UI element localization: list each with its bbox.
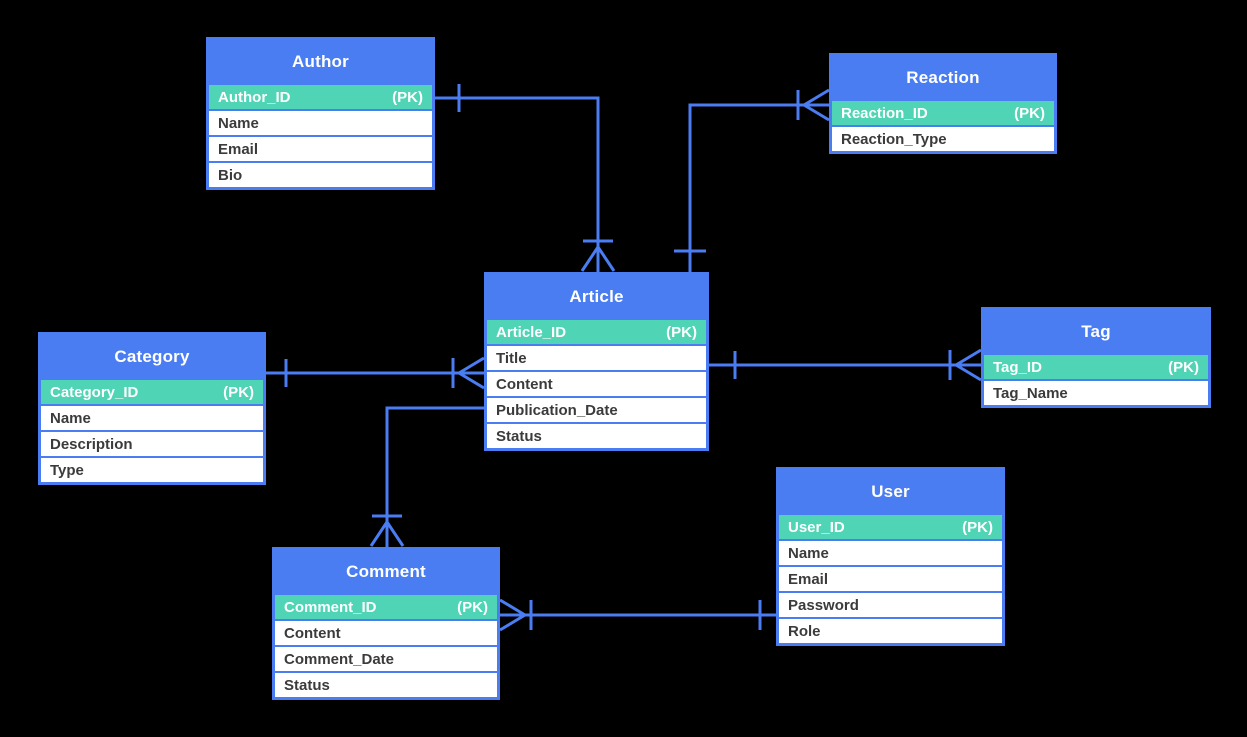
relationship-article-tag (709, 348, 982, 382)
entity-reaction-title: Reaction (832, 56, 1054, 99)
crow-foot (499, 598, 526, 632)
pk-field-label: Comment_ID (284, 598, 377, 616)
crow-foot (458, 356, 485, 390)
entity-comment-field-status: Status (275, 673, 497, 697)
crow-foot (369, 521, 405, 547)
pk-badge: (PK) (392, 88, 423, 106)
entity-category-field-description: Description (41, 432, 263, 456)
entity-reaction-pk-row: Reaction_ID (PK) (832, 101, 1054, 125)
entity-article: Article Article_ID (PK) Title Content Pu… (484, 272, 709, 451)
entity-category-field-name: Name (41, 406, 263, 430)
entity-reaction-field-reaction-type: Reaction_Type (832, 127, 1054, 151)
crow-foot (580, 246, 616, 272)
entity-article-field-content: Content (487, 372, 706, 396)
entity-category: Category Category_ID (PK) Name Descripti… (38, 332, 266, 485)
entity-user: User User_ID (PK) Name Email Password Ro… (776, 467, 1005, 646)
entity-user-field-role: Role (779, 619, 1002, 643)
entity-article-pk-row: Article_ID (PK) (487, 320, 706, 344)
pk-field-label: Author_ID (218, 88, 291, 106)
entity-comment: Comment Comment_ID (PK) Content Comment_… (272, 547, 500, 700)
pk-badge: (PK) (962, 518, 993, 536)
entity-tag: Tag Tag_ID (PK) Tag_Name (981, 307, 1211, 408)
pk-field-label: Tag_ID (993, 358, 1042, 376)
crow-foot (955, 348, 982, 382)
crow-foot (803, 88, 830, 122)
relationship-category-article (266, 356, 485, 390)
entity-category-title: Category (41, 335, 263, 378)
relationship-article-comment (369, 406, 484, 547)
entity-author: Author Author_ID (PK) Name Email Bio (206, 37, 435, 190)
entity-user-field-password: Password (779, 593, 1002, 617)
entity-article-title: Article (487, 275, 706, 318)
entity-category-field-type: Type (41, 458, 263, 482)
connector-line (385, 406, 484, 547)
relationship-author-article (435, 84, 616, 272)
pk-badge: (PK) (1014, 104, 1045, 122)
entity-reaction: Reaction Reaction_ID (PK) Reaction_Type (829, 53, 1057, 154)
entity-comment-title: Comment (275, 550, 497, 593)
connector-line (435, 96, 600, 272)
relationship-article-reaction (674, 88, 830, 272)
pk-badge: (PK) (666, 323, 697, 341)
pk-badge: (PK) (457, 598, 488, 616)
entity-category-pk-row: Category_ID (PK) (41, 380, 263, 404)
pk-badge: (PK) (1168, 358, 1199, 376)
pk-field-label: User_ID (788, 518, 845, 536)
entity-tag-title: Tag (984, 310, 1208, 353)
entity-user-title: User (779, 470, 1002, 513)
entity-comment-pk-row: Comment_ID (PK) (275, 595, 497, 619)
pk-badge: (PK) (223, 383, 254, 401)
entity-author-pk-row: Author_ID (PK) (209, 85, 432, 109)
pk-field-label: Article_ID (496, 323, 567, 341)
entity-article-field-status: Status (487, 424, 706, 448)
relationship-user-comment (499, 598, 776, 632)
pk-field-label: Reaction_ID (841, 104, 928, 122)
entity-user-field-email: Email (779, 567, 1002, 591)
entity-article-field-publication-date: Publication_Date (487, 398, 706, 422)
entity-comment-field-comment-date: Comment_Date (275, 647, 497, 671)
entity-author-field-email: Email (209, 137, 432, 161)
entity-author-field-bio: Bio (209, 163, 432, 187)
entity-author-title: Author (209, 40, 432, 83)
entity-author-field-name: Name (209, 111, 432, 135)
entity-user-pk-row: User_ID (PK) (779, 515, 1002, 539)
entity-user-field-name: Name (779, 541, 1002, 565)
entity-article-field-title: Title (487, 346, 706, 370)
entity-tag-pk-row: Tag_ID (PK) (984, 355, 1208, 379)
pk-field-label: Category_ID (50, 383, 139, 401)
connector-line (688, 103, 829, 272)
entity-comment-field-content: Content (275, 621, 497, 645)
entity-tag-field-tag-name: Tag_Name (984, 381, 1208, 405)
